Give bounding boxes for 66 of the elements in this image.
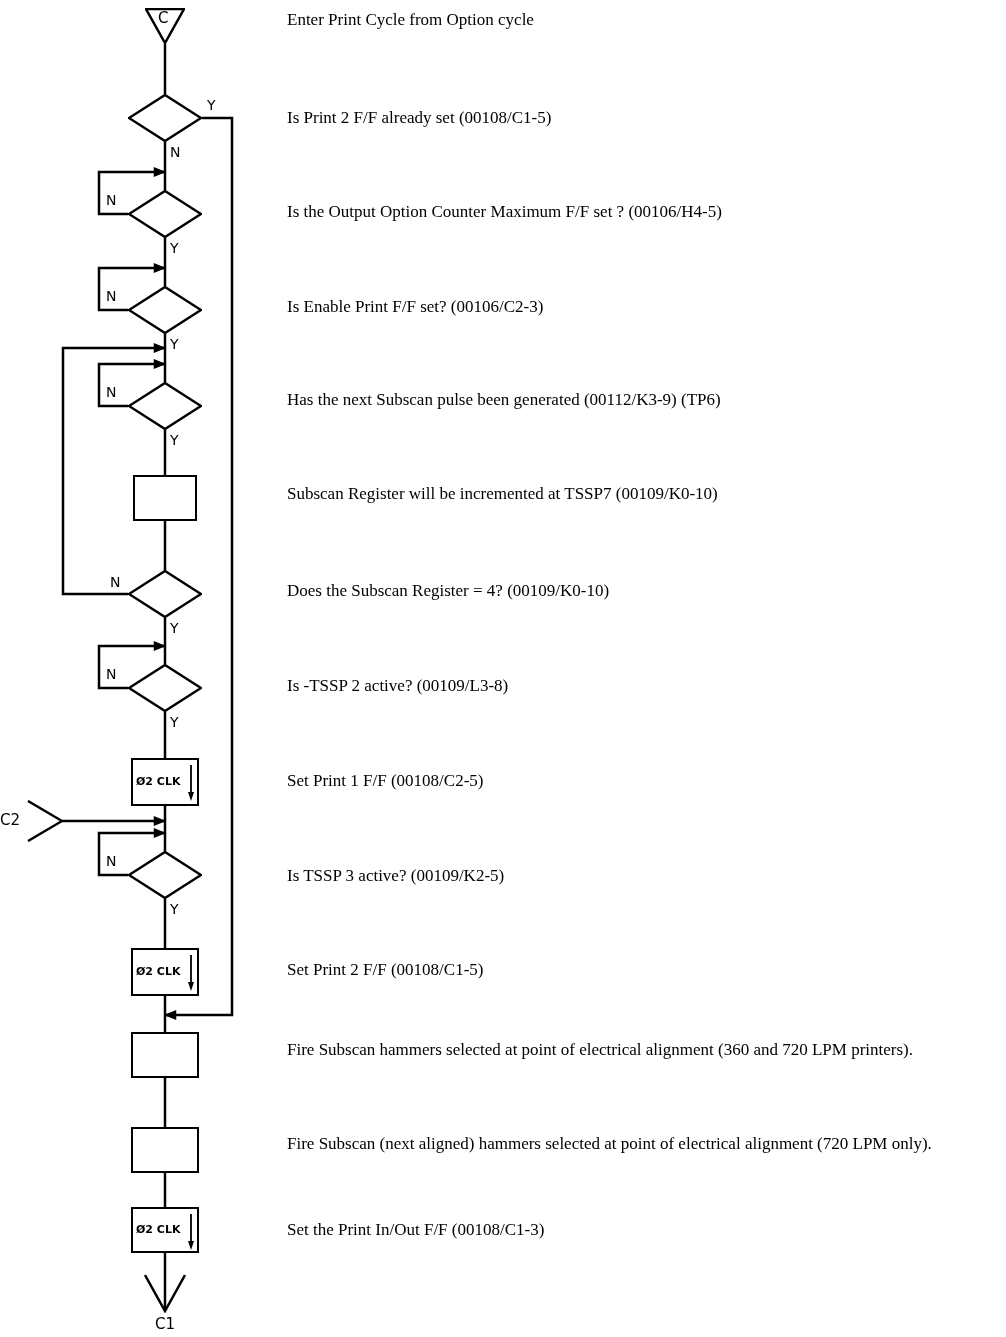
connector-line <box>163 430 167 475</box>
step-description: Set Print 1 F/F (00108/C2-5) <box>287 770 485 792</box>
connector-line <box>163 142 167 190</box>
decision-diamond <box>128 94 202 142</box>
connector-label: C <box>158 8 169 28</box>
step-description: Is Print 2 F/F already set (00108/C1-5) <box>287 107 553 129</box>
step-description: Has the next Subscan pulse been generated (00112/K3-9) (TP6) <box>287 389 722 411</box>
decision-diamond <box>128 851 202 899</box>
arrow <box>97 263 167 312</box>
process-box: Ø2 CLK <box>131 948 199 996</box>
arrow <box>97 359 167 408</box>
connector-line <box>163 899 167 948</box>
connector-line <box>163 1173 167 1207</box>
connector-line <box>163 334 167 382</box>
step-description: Fire Subscan hammers selected at point of electrical alignment (360 and 720 LPM printers). <box>287 1039 914 1061</box>
step-description: Enter Print Cycle from Option cycle <box>287 9 535 31</box>
step-description: Set the Print In/Out F/F (00108/C1-3) <box>287 1219 546 1241</box>
arrow <box>97 167 167 216</box>
connector-line <box>163 806 167 851</box>
edge-label: N <box>106 853 117 869</box>
connector-line <box>163 1078 167 1127</box>
step-description: Does the Subscan Register = 4? (00109/K0-10) <box>287 580 611 602</box>
arrow <box>163 116 234 1020</box>
edge-label: N <box>110 574 121 590</box>
connector-line <box>163 521 167 570</box>
step-description: Is -TSSP 2 active? (00109/L3-8) <box>287 675 510 697</box>
step-description: Is TSSP 3 active? (00109/K2-5) <box>287 865 506 887</box>
edge-label: Y <box>170 901 179 917</box>
edge-label: N <box>106 192 117 208</box>
edge-label: N <box>106 384 117 400</box>
arrow <box>97 641 167 690</box>
connector-line <box>163 996 167 1032</box>
step-description: Set Print 2 F/F (00108/C1-5) <box>287 959 485 981</box>
edge-label: N <box>106 288 117 304</box>
edge-label: Y <box>207 97 216 113</box>
edge-label: Y <box>170 620 179 636</box>
edge-label: Y <box>170 432 179 448</box>
connector-label: C2 <box>0 810 21 830</box>
process-box <box>131 1127 199 1173</box>
connector-line <box>163 44 167 94</box>
step-description: Subscan Register will be incremented at TSSP7 (00109/K0-10) <box>287 483 719 505</box>
connector-line <box>163 712 167 758</box>
decision-diamond <box>128 570 202 618</box>
connector-line <box>163 1253 167 1311</box>
arrow <box>62 816 167 826</box>
process-box: Ø2 CLK <box>131 1207 199 1253</box>
connector-label: C1 <box>155 1314 176 1334</box>
process-box: Ø2 CLK <box>131 758 199 806</box>
decision-diamond <box>128 190 202 238</box>
edge-label: Y <box>170 336 179 352</box>
edge-label: N <box>106 666 117 682</box>
edge-label: Y <box>170 714 179 730</box>
edge-label: N <box>170 144 181 160</box>
decision-diamond <box>128 286 202 334</box>
connector-line <box>163 238 167 286</box>
arrow <box>97 828 167 877</box>
step-description: Is the Output Option Counter Maximum F/F set ? (00106/H4-5) <box>287 201 723 223</box>
step-description: Is Enable Print F/F set? (00106/C2-3) <box>287 296 545 318</box>
edge-label: Y <box>170 240 179 256</box>
connector-line <box>163 618 167 664</box>
decision-diamond <box>128 382 202 430</box>
decision-diamond <box>128 664 202 712</box>
step-description: Fire Subscan (next aligned) hammers selected at point of electrical alignment (720 LPM only). <box>287 1133 933 1155</box>
arrow <box>61 343 167 596</box>
process-box <box>133 475 197 521</box>
process-box <box>131 1032 199 1078</box>
